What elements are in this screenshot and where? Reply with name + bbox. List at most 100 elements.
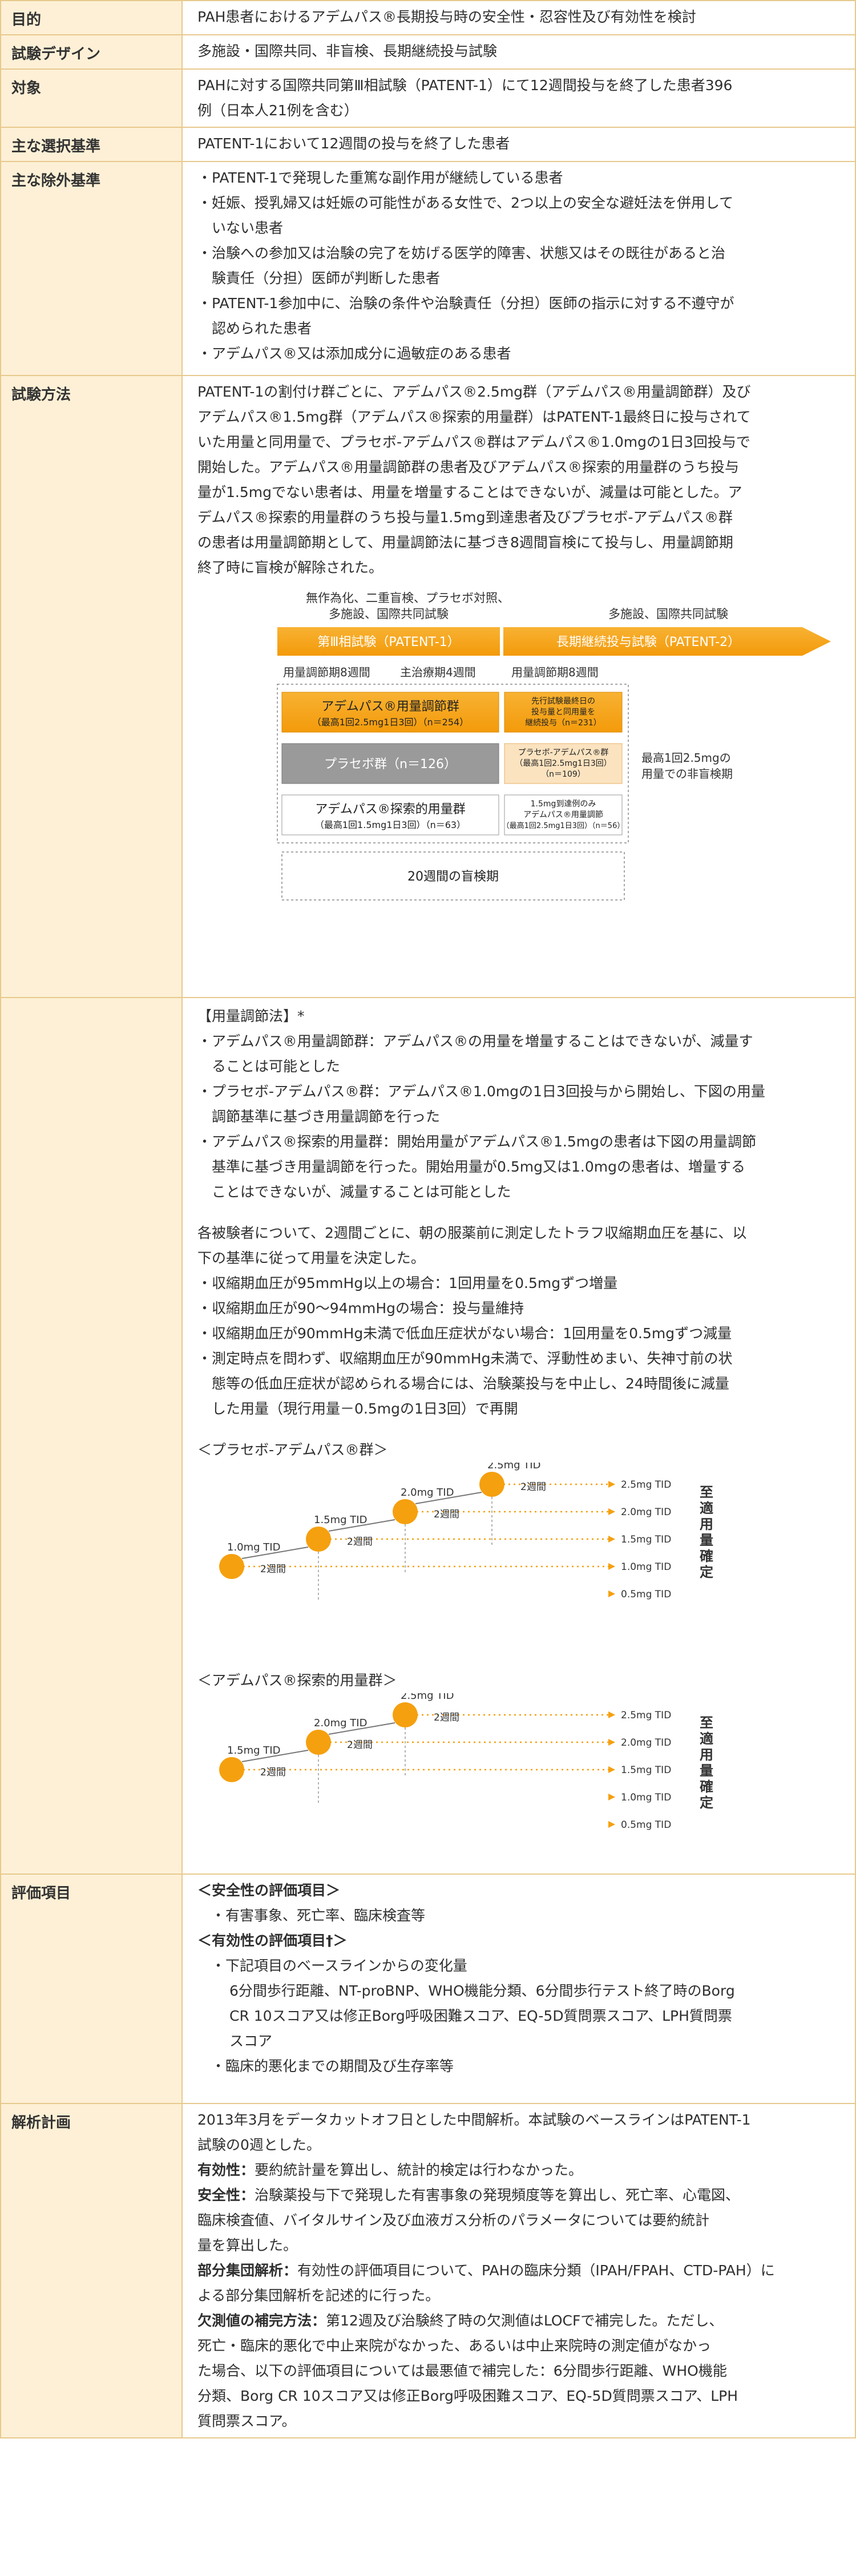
p1-maint: 主治療期4週間	[400, 665, 476, 679]
group2-note-2: （最高1回2.5mg1日3回）	[515, 758, 612, 768]
end-arrowhead	[608, 1766, 615, 1773]
optimal-dose-label-char: 適	[700, 1731, 713, 1747]
row-subjects: 対象 PAHに対する国際共同第Ⅲ相試験（PATENT-1）にて12週間投与を終了…	[1, 69, 855, 127]
side-label-1: 最高1回2.5mgの	[641, 751, 731, 765]
end-arrowhead	[608, 1739, 615, 1746]
end-arrowhead	[608, 1563, 615, 1570]
label-design: 試験デザイン	[1, 35, 182, 69]
chart1-title: ＜プラセボ-アデムパス®群＞	[197, 1438, 849, 1463]
dose-step-circle	[306, 1527, 331, 1552]
dose-step-label: 1.0mg TID	[227, 1541, 280, 1553]
optimal-dose-label-char: 至	[700, 1715, 713, 1731]
end-dose-label: 1.0mg TID	[621, 1561, 671, 1573]
phase1-label: 第Ⅲ相試験（PATENT-1）	[317, 635, 460, 649]
group1-note-2: 投与量と同用量を	[531, 708, 595, 717]
label-analysis: 解析計画	[1, 2103, 182, 2438]
side-label-2: 用量での非盲検期	[641, 767, 733, 781]
weeks-label: 2週間	[347, 1536, 373, 1548]
phase2-label: 長期継続投与試験（PATENT-2）	[556, 635, 740, 649]
optimal-dose-label-char: 定	[700, 1564, 713, 1580]
end-dose-label: 0.5mg TID	[621, 1819, 671, 1831]
dose-step-label: 1.5mg TID	[314, 1514, 367, 1526]
group1-name: アデムパス®用量調節群	[321, 700, 459, 714]
value-exclusion: ・PATENT-1で発現した重篤な副作用が継続している患者 ・妊娠、授乳婦又は妊…	[182, 161, 855, 376]
label-endpoints: 評価項目	[1, 1874, 182, 2103]
row-purpose: 目的 PAH患者におけるアデムパス®長期投与時の安全性・忍容性及び有効性を検討	[1, 1, 855, 35]
optimal-dose-label-char: 量	[700, 1763, 713, 1779]
end-dose-label: 1.5mg TID	[621, 1765, 671, 1776]
optimal-dose-label-char: 適	[700, 1500, 713, 1516]
group1-note-1: 先行試験最終日の	[531, 697, 595, 706]
end-arrowhead	[608, 1794, 615, 1800]
group2-note-1: プラセボ-アデムパス®群	[518, 748, 609, 757]
subgroup-key: 部分集団解析：	[197, 2262, 297, 2279]
value-analysis: 2013年3月をデータカットオフ日とした中間解析。本試験のベースラインはPATE…	[182, 2103, 855, 2438]
end-dose-label: 2.0mg TID	[621, 1737, 671, 1749]
group1-note-3: 継続投与（n＝231）	[525, 718, 601, 728]
dose-step-circle	[219, 1554, 244, 1579]
dose-step-label: 2.0mg TID	[314, 1717, 367, 1729]
dose-step-label: 1.5mg TID	[227, 1745, 280, 1757]
row-analysis: 解析計画 2013年3月をデータカットオフ日とした中間解析。本試験のベースライン…	[1, 2103, 855, 2438]
design-left-caption-2: 多施設、国際共同試験	[329, 607, 449, 621]
row-method: 試験方法 PATENT-1の割付け群ごとに、アデムパス®2.5mg群（アデムパス…	[1, 376, 855, 998]
end-arrowhead	[608, 1536, 615, 1543]
dose-step-circle	[393, 1702, 418, 1727]
weeks-label: 2週間	[520, 1481, 546, 1493]
label-inclusion: 主な選択基準	[1, 127, 182, 161]
optimal-dose-label-char: 量	[700, 1532, 713, 1548]
design-right-caption: 多施設、国際共同試験	[608, 607, 728, 621]
missing-key: 欠測値の補完方法：	[197, 2312, 326, 2329]
end-dose-label: 0.5mg TID	[621, 1589, 671, 1600]
label-method: 試験方法	[1, 376, 182, 998]
study-spec-table: 目的 PAH患者におけるアデムパス®長期投与時の安全性・忍容性及び有効性を検討 …	[0, 0, 856, 2438]
dose-step-circle	[479, 1472, 504, 1497]
value-method: PATENT-1の割付け群ごとに、アデムパス®2.5mg群（アデムパス®用量調節…	[182, 376, 855, 998]
end-dose-label: 1.0mg TID	[621, 1792, 671, 1803]
chart2-title: ＜アデムパス®探索的用量群＞	[197, 1668, 849, 1693]
group3-note-2: アデムパス®用量調節	[523, 810, 603, 819]
efficacy-key: 有効性：	[197, 2162, 255, 2178]
row-inclusion: 主な選択基準 PATENT-1において12週間の投与を終了した患者	[1, 127, 855, 161]
value-endpoints: ＜安全性の評価項目＞ ・有害事象、死亡率、臨床検査等 ＜有効性の評価項目†＞ ・…	[182, 1874, 855, 2103]
optimal-dose-label-char: 至	[700, 1484, 713, 1500]
titration-diagram-placebo: 1.0mg TID 2週間 1.5mg TID 2週間 2.0mg TID 2週間 2.5m…	[197, 1463, 825, 1668]
row-exclusion: 主な除外基準 ・PATENT-1で発現した重篤な副作用が継続している患者 ・妊娠…	[1, 161, 855, 376]
titration-diagram-exploratory: 1.5mg TID2週間2.0mg TID2週間2.5mg TID2週間2.5m…	[197, 1693, 825, 1870]
end-dose-label: 2.5mg TID	[621, 1710, 671, 1721]
dose-step-label: 2.0mg TID	[401, 1487, 454, 1499]
p1-weeks: 用量調節期8週間	[283, 665, 370, 679]
label-subjects: 対象	[1, 69, 182, 127]
optimal-dose-label-char: 用	[700, 1747, 713, 1763]
dose-step-label: 2.5mg TID	[487, 1463, 540, 1471]
efficacy-heading: ＜有効性の評価項目†＞	[197, 1928, 849, 1953]
optimal-dose-label-char: 用	[700, 1516, 713, 1532]
design-left-caption-1: 無作為化、二重盲検、プラセボ対照、	[306, 591, 510, 605]
group3-note-1: 1.5mg到達例のみ	[531, 800, 596, 809]
value-dose: 【用量調節法】* ・アデムパス®用量調節群：アデムパス®の用量を増量することはで…	[182, 998, 855, 1874]
value-subjects: PAHに対する国際共同第Ⅲ相試験（PATENT-1）にて12週間投与を終了した患…	[182, 69, 855, 127]
group2-note-3: （n＝109）	[541, 770, 586, 779]
end-arrowhead	[608, 1711, 615, 1718]
end-dose-label: 2.5mg TID	[621, 1479, 671, 1491]
dose-step-circle	[306, 1730, 331, 1755]
group3-note-3: （最高1回2.5mg1日3回）（n＝56）	[502, 821, 625, 830]
safety-heading: ＜安全性の評価項目＞	[197, 1878, 849, 1903]
row-endpoints: 評価項目 ＜安全性の評価項目＞ ・有害事象、死亡率、臨床検査等 ＜有効性の評価項…	[1, 1874, 855, 2103]
row-design: 試験デザイン 多施設・国際共同、非盲検、長期継続投与試験	[1, 35, 855, 69]
group3-sub: （最高1回1.5mg1日3回）（n＝63）	[315, 819, 466, 830]
end-dose-label: 2.0mg TID	[621, 1507, 671, 1518]
label-dose	[1, 998, 182, 1874]
study-design-diagram: 無作為化、二重盲検、プラセボ対照、 多施設、国際共同試験 多施設、国際共同試験 …	[197, 584, 854, 949]
dose-heading: 【用量調節法】*	[197, 1004, 849, 1029]
value-inclusion: PATENT-1において12週間の投与を終了した患者	[182, 127, 855, 161]
value-purpose: PAH患者におけるアデムパス®長期投与時の安全性・忍容性及び有効性を検討	[182, 1, 855, 35]
dose-step-label: 2.5mg TID	[401, 1693, 454, 1702]
safety-key: 安全性：	[197, 2187, 255, 2203]
weeks-label: 2週間	[434, 1509, 459, 1520]
group3-name: アデムパス®探索的用量群	[315, 802, 466, 817]
weeks-label: 2週間	[260, 1767, 286, 1778]
weeks-label: 2週間	[434, 1712, 459, 1723]
optimal-dose-label-char: 確	[700, 1548, 713, 1564]
label-exclusion: 主な除外基準	[1, 161, 182, 376]
